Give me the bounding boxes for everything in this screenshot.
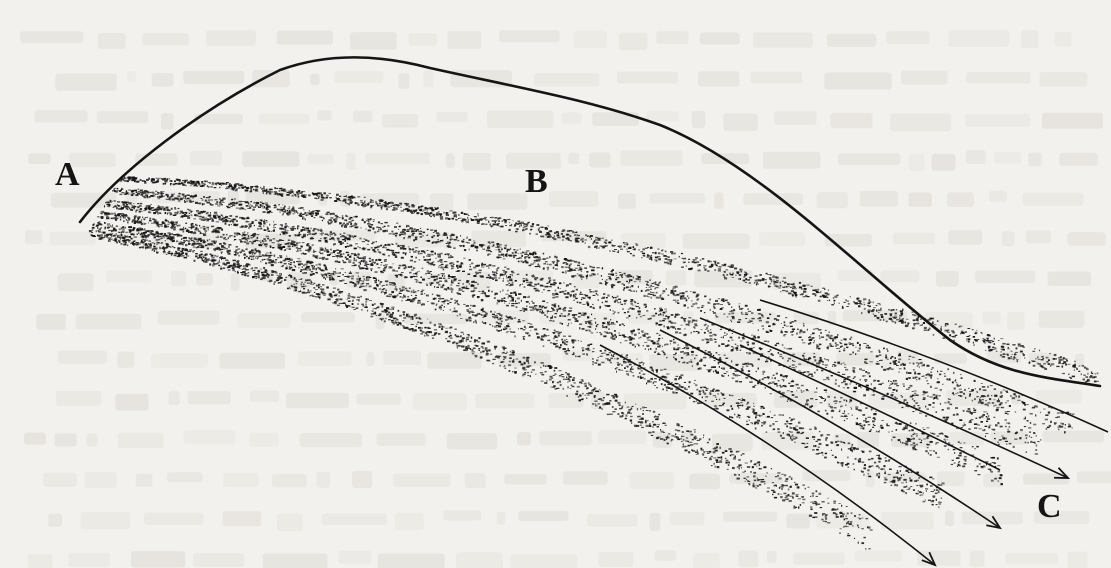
flow-lines bbox=[600, 300, 1108, 565]
point-label-a: A bbox=[55, 158, 80, 192]
point-label-b: B bbox=[525, 165, 548, 199]
point-label-c: C bbox=[1037, 490, 1062, 524]
